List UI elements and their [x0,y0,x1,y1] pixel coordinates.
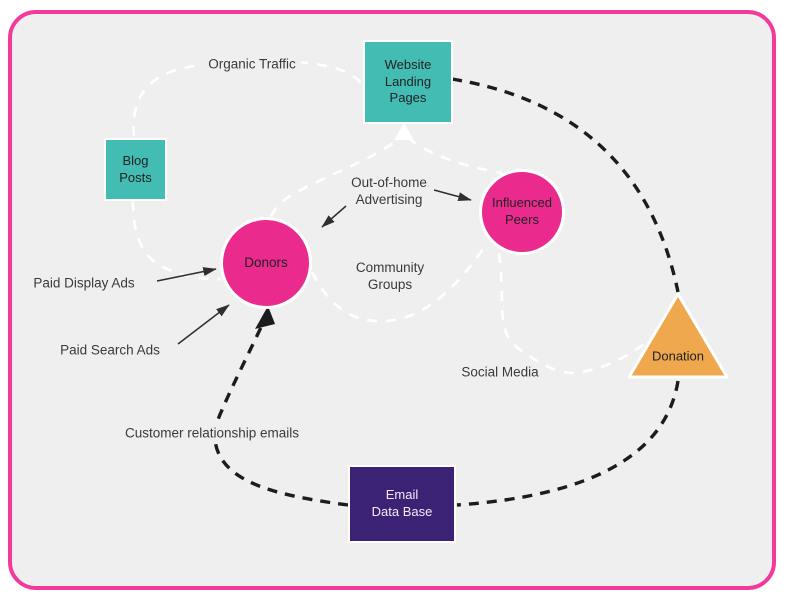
label-community-groups: Community Groups [355,260,425,292]
connector-email-database-to-donors [213,322,349,507]
label-customer-relationship-emails: Customer relationship emails [119,424,305,444]
label-paid-search-ads: Paid Search Ads [60,342,160,358]
node-donation-triangle [627,292,729,379]
label-social-media: Social Media [456,363,544,383]
node-blog-posts: Blog Posts [104,138,167,201]
arrow-paid-display-ads-to-donors [156,267,217,282]
node-email-data-base: Email Data Base [348,465,456,543]
donors-arrowhead-icon [255,306,275,329]
label-organic-traffic: Organic Traffic [203,55,301,75]
connector-donors-to-influenced-peers-community [310,248,485,323]
arrow-paid-search-ads-to-donors [177,304,230,345]
arrow-out-of-home-to-influenced-peers [433,189,472,202]
node-donation-label: Donation [651,348,705,364]
connector-donation-to-email-database [456,380,680,507]
node-email-data-base-label: Email Data Base [371,487,433,519]
connector-influenced-peers-to-website [407,136,503,175]
node-influenced-peers-label: Influenced Peers [492,195,552,227]
connector-website-to-donation [451,77,680,293]
node-influenced-peers: Influenced Peers [479,169,565,255]
node-blog-posts-label: Blog Posts [119,152,152,185]
connector-blog-to-donors [131,200,222,281]
node-donors: Donors [220,217,312,309]
node-donors-label: Donors [244,255,288,271]
label-out-of-home-advertising: Out-of-home Advertising [351,175,427,207]
node-website-landing-pages-label: Website Landing Pages [384,56,432,106]
label-paid-display-ads: Paid Display Ads [33,275,135,291]
node-website-landing-pages: Website Landing Pages [363,40,453,124]
connector-donors-to-website [269,136,401,217]
website-arrowhead-icon [394,123,414,140]
connector-influenced-peers-to-donation-social-media [497,252,658,375]
arrow-out-of-home-to-donors [321,205,347,228]
